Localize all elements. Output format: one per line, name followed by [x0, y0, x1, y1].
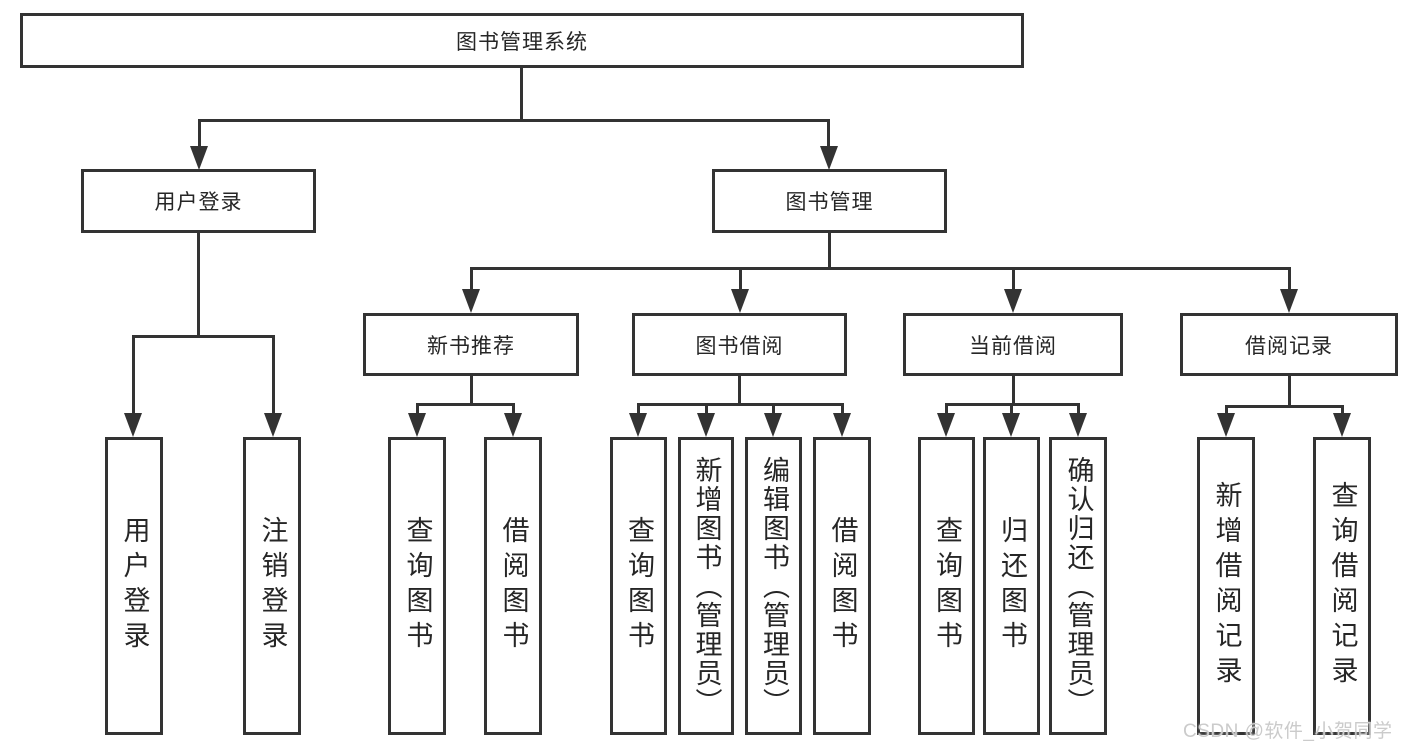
- node-label: 图书管理系统: [456, 30, 588, 54]
- leaf-query-books-recommend: 查询图书: [388, 437, 446, 735]
- node-label: 图书借阅: [695, 334, 784, 358]
- leaf-return-books: 归还图书: [983, 437, 1040, 735]
- leaf-add-borrow-record: 新增借阅记录: [1197, 437, 1255, 735]
- node-new-book-recommendation: 新书推荐: [363, 313, 579, 376]
- leaf-logout: 注销登录: [243, 437, 301, 735]
- node-label: 用户登录: [154, 191, 243, 214]
- node-label: 当前借阅: [969, 334, 1057, 358]
- node-label: 借阅图书: [498, 516, 529, 656]
- node-label: 查询借阅记录: [1327, 481, 1358, 691]
- leaf-query-books-borrowing: 查询图书: [610, 437, 667, 735]
- arrowheads-current-borrowing-children: [937, 413, 1087, 437]
- node-book-management: 图书管理: [712, 169, 947, 233]
- node-label: 查询图书: [402, 516, 433, 656]
- node-label: 图书管理: [785, 191, 874, 214]
- node-label: 注销登录: [257, 516, 288, 656]
- node-borrowing-records: 借阅记录: [1180, 313, 1398, 376]
- node-label: 用户登录: [119, 516, 150, 656]
- arrowheads-book-management-children: [462, 289, 1298, 313]
- node-label: 新增图书（管理员）: [691, 455, 722, 717]
- connector-new-book-rec-children: [416, 376, 515, 414]
- leaf-borrow-books-recommend: 借阅图书: [484, 437, 542, 735]
- leaf-user-login: 用户登录: [105, 437, 163, 735]
- arrowheads-new-book-rec-children: [408, 413, 522, 437]
- connector-book-management-children: [470, 233, 1291, 291]
- arrowheads-root-children: [190, 146, 838, 170]
- node-library-management-system: 图书管理系统: [20, 13, 1024, 68]
- leaf-query-borrow-record: 查询借阅记录: [1313, 437, 1371, 735]
- leaf-confirm-return-admin: 确认归还（管理员）: [1049, 437, 1107, 735]
- connector-current-borrowing-children: [945, 376, 1080, 414]
- node-user-login: 用户登录: [81, 169, 316, 233]
- node-label: 借阅记录: [1245, 334, 1333, 358]
- connector-root-to-children: [198, 68, 830, 147]
- node-label: 查询图书: [624, 516, 654, 656]
- node-label: 新书推荐: [427, 334, 515, 358]
- leaf-borrow-books-borrowing: 借阅图书: [813, 437, 871, 735]
- leaf-add-book-admin: 新增图书（管理员）: [678, 437, 734, 735]
- node-label: 编辑图书（管理员）: [759, 455, 789, 717]
- csdn-watermark: CSDN @软件_小贺同学: [1183, 721, 1393, 742]
- node-label: 查询图书: [932, 516, 962, 656]
- connector-user-login-children: [132, 233, 275, 413]
- arrowheads-user-login-children: [124, 413, 282, 437]
- connector-borrow-records-children: [1225, 376, 1344, 415]
- node-book-borrowing: 图书借阅: [632, 313, 847, 376]
- node-label: 借阅图书: [827, 516, 858, 656]
- leaf-query-books-current: 查询图书: [918, 437, 975, 735]
- node-label: 归还图书: [997, 516, 1027, 656]
- node-label: 新增借阅记录: [1211, 481, 1242, 691]
- node-current-borrowing: 当前借阅: [903, 313, 1123, 376]
- node-label: 确认归还（管理员）: [1063, 455, 1094, 717]
- leaf-edit-book-admin: 编辑图书（管理员）: [745, 437, 802, 735]
- connector-book-borrowing-children: [637, 376, 844, 414]
- arrowheads-borrow-records-children: [1217, 413, 1351, 437]
- arrowheads-book-borrowing-children: [629, 413, 851, 437]
